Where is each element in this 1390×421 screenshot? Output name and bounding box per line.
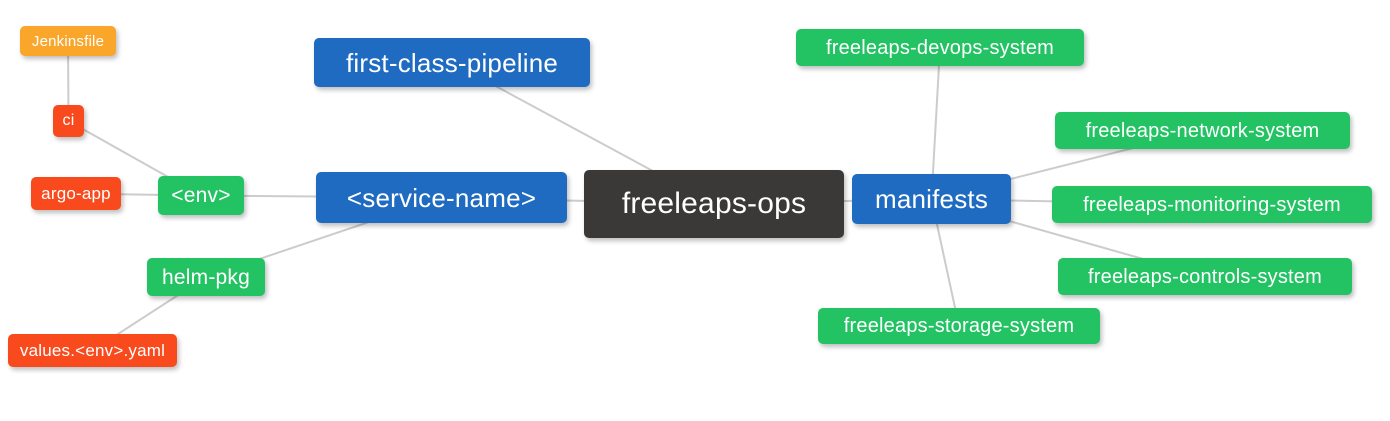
node-jenkinsfile[interactable]: Jenkinsfile (20, 26, 116, 56)
node-service-name[interactable]: <service-name> (316, 172, 567, 223)
node-freeleaps-network-system[interactable]: freeleaps-network-system (1055, 112, 1350, 149)
edge-manifests--freeleaps-devops-system (930, 47, 941, 200)
node-argo-app[interactable]: argo-app (31, 177, 121, 210)
node-freeleaps-devops-system[interactable]: freeleaps-devops-system (796, 29, 1084, 66)
node-freeleaps-controls-system[interactable]: freeleaps-controls-system (1058, 258, 1352, 295)
node-first-class-pipeline[interactable]: first-class-pipeline (314, 38, 590, 87)
node-env[interactable]: <env> (158, 176, 244, 215)
node-ci[interactable]: ci (53, 105, 84, 137)
node-freeleaps-storage-system[interactable]: freeleaps-storage-system (818, 308, 1100, 344)
node-values-env-yaml[interactable]: values.<env>.yaml (8, 334, 177, 367)
node-manifests[interactable]: manifests (852, 174, 1011, 224)
node-helm-pkg[interactable]: helm-pkg (147, 258, 265, 296)
node-freeleaps-monitoring-system[interactable]: freeleaps-monitoring-system (1052, 186, 1372, 223)
node-freeleaps-ops[interactable]: freeleaps-ops (584, 170, 844, 238)
